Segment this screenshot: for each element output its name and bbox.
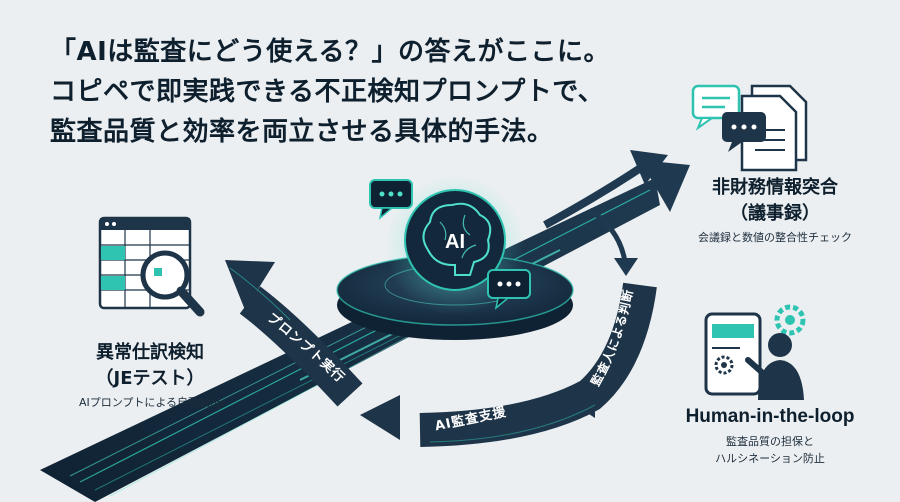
je-test-subtitle: AIプロンプトによる自動抽出 <box>78 396 222 409</box>
je-test-title-1: 異常仕訳検知 <box>96 342 204 363</box>
je-test-title-2: （JEテスト） <box>95 368 205 389</box>
minutes-check-block: 非財務情報突合 （議事録） 会議録と数値の整合性チェック <box>660 175 890 246</box>
headline-line-3: 監査品質と効率を両立させる具体的手法。 <box>50 117 554 147</box>
human-loop-title: Human-in-the-loop <box>685 406 855 427</box>
minutes-title-1: 非財務情報突合 <box>712 177 838 198</box>
chat-bubble-icon-2 <box>487 269 531 310</box>
human-loop-subtitle-1: 監査品質の担保と <box>726 435 814 448</box>
human-loop-subtitle-2: ハルシネーション防止 <box>715 452 825 465</box>
headline: 「AIは監査にどう使える？」の答えがここに。 コピペで即実践できる不正検知プロン… <box>50 32 690 152</box>
je-test-block: 異常仕訳検知 （JEテスト） AIプロンプトによる自動抽出 <box>50 340 250 411</box>
headline-line-2: コピペで即実践できる不正検知プロンプトで、 <box>50 77 605 107</box>
spreadsheet-magnifier-icon <box>98 216 205 317</box>
judgment-arc <box>360 282 657 447</box>
upper-arrow <box>543 150 668 229</box>
chat-bubble-icon <box>369 179 413 220</box>
human-tablet-gear-icon <box>704 304 806 400</box>
headline-line-1: 「AIは監査にどう使える？」の答えがここに。 <box>50 37 611 67</box>
right-arrow-down <box>588 207 638 276</box>
human-loop-block: Human-in-the-loop 監査品質の担保と ハルシネーション防止 <box>655 404 885 467</box>
documents-chat-icon <box>691 84 808 172</box>
prompt-exec-arrow <box>225 260 363 407</box>
minutes-subtitle: 会議録と数値の整合性チェック <box>698 231 852 244</box>
ai-label: AI <box>445 231 465 253</box>
ai-brain-icon <box>404 189 506 291</box>
minutes-title-2: （議事録） <box>730 203 820 224</box>
